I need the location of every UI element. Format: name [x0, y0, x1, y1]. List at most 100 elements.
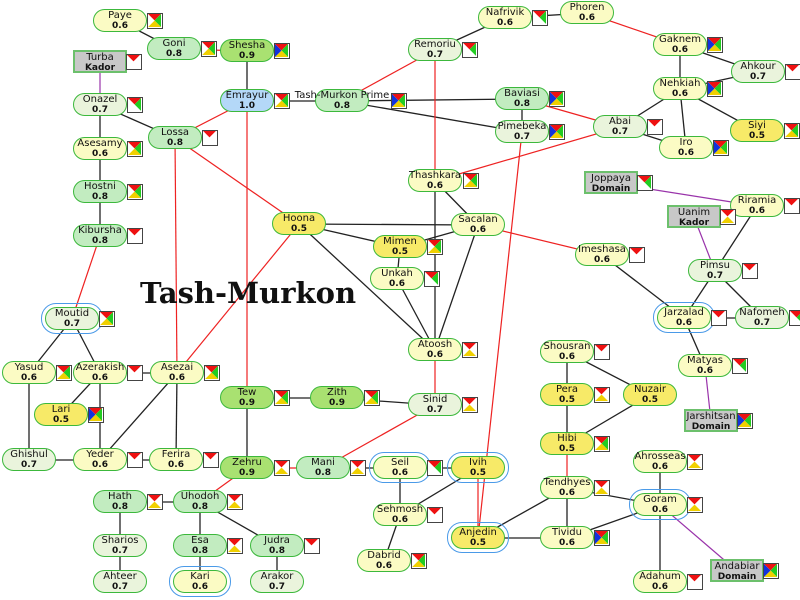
status-flag-icon[interactable]	[687, 454, 703, 470]
status-flag-icon[interactable]	[532, 10, 548, 26]
status-flag-icon[interactable]	[687, 497, 703, 513]
status-flag-icon[interactable]	[647, 119, 663, 135]
status-flag-icon[interactable]	[350, 460, 366, 476]
status-flag-icon[interactable]	[127, 365, 143, 381]
status-flag-icon[interactable]	[147, 494, 163, 510]
status-flag-icon[interactable]	[203, 452, 219, 468]
status-flag-icon[interactable]	[763, 563, 779, 579]
status-flag-icon[interactable]	[707, 81, 723, 97]
status-flag-icon[interactable]	[549, 91, 565, 107]
status-flag-icon[interactable]	[687, 574, 703, 590]
status-flag-icon[interactable]	[784, 198, 800, 214]
status-flag-icon[interactable]	[56, 365, 72, 381]
status-flag-icon[interactable]	[594, 344, 610, 360]
status-flag-icon[interactable]	[427, 507, 443, 523]
status-flag-icon[interactable]	[127, 184, 143, 200]
status-flag-icon[interactable]	[737, 413, 753, 429]
status-flag-icon[interactable]	[274, 93, 290, 109]
status-flag-icon[interactable]	[549, 124, 565, 140]
status-flag-icon[interactable]	[462, 42, 478, 58]
status-flag-icon[interactable]	[147, 13, 163, 29]
status-flag-icon[interactable]	[274, 43, 290, 59]
status-flag-icon[interactable]	[227, 538, 243, 554]
status-flag-icon[interactable]	[202, 130, 218, 146]
status-flag-icon[interactable]	[789, 310, 800, 326]
status-flag-icon[interactable]	[637, 175, 653, 191]
status-flag-icon[interactable]	[785, 64, 800, 80]
status-flag-icon[interactable]	[126, 54, 142, 70]
status-flag-icon[interactable]	[274, 390, 290, 406]
status-flag-icon[interactable]	[411, 553, 427, 569]
status-flag-icon[interactable]	[427, 239, 443, 255]
status-flag-icon[interactable]	[462, 397, 478, 413]
status-flag-icon[interactable]	[99, 311, 115, 327]
status-flag-icon[interactable]	[462, 342, 478, 358]
status-flag-icon[interactable]	[594, 436, 610, 452]
status-flag-icon[interactable]	[424, 271, 440, 287]
status-flag-icon[interactable]	[127, 452, 143, 468]
status-flag-icon[interactable]	[391, 93, 407, 109]
status-flag-icon[interactable]	[594, 530, 610, 546]
